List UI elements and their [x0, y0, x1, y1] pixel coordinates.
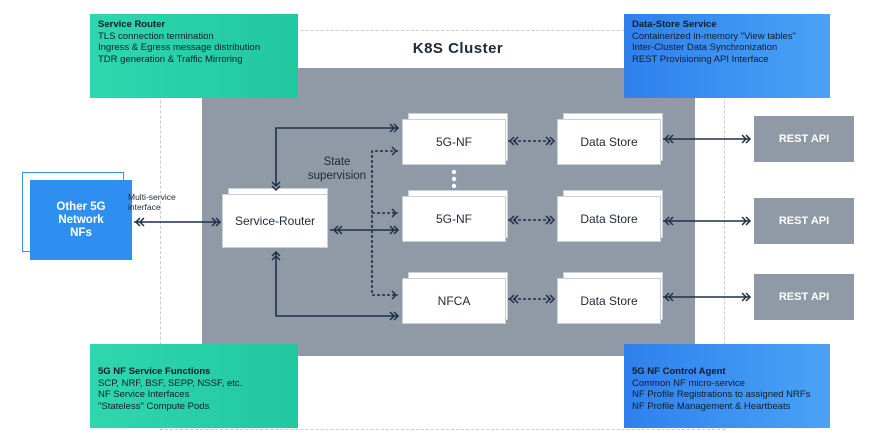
callout-line: TDR generation & Traffic Mirroring	[98, 53, 243, 65]
nf-top-node: 5G-NF	[402, 119, 506, 165]
connector-state-supervision	[371, 150, 398, 296]
other-nfs-box: Other 5G Network NFs	[30, 180, 132, 260]
callout-title: Service Router	[98, 19, 166, 30]
cluster-title: K8S Cluster	[412, 40, 504, 57]
callout-title: 5G NF Control Agent	[632, 366, 726, 377]
ds-top-node: Data Store	[557, 119, 661, 165]
callout-line: Ingress & Egress message distribution	[98, 42, 261, 53]
outer-dashed-frame	[160, 30, 725, 430]
nfca-node: NFCA	[402, 278, 506, 324]
callout-line: TLS connection termination	[98, 30, 214, 42]
callout-line: Containerized in-memory "View tables"	[632, 30, 796, 42]
callout-title: Data-Store Service	[632, 19, 717, 30]
other-nfs-label: Other 5G Network NFs	[56, 200, 106, 239]
ellipsis-dots	[451, 169, 457, 189]
callout-line: NF Profile Registrations to assigned NRF…	[632, 389, 811, 400]
multi-service-label: Multi-service interface	[128, 192, 176, 212]
rest-api-top: REST API	[754, 116, 854, 162]
callout-line: SCP, NRF, BSF, SEPP, NSSF, etc.	[98, 377, 243, 389]
callout-line: Common NF micro-service	[632, 377, 745, 389]
ds-mid-node: Data Store	[557, 196, 661, 242]
connector-router-nfca	[275, 252, 398, 317]
nf-control-agent-callout: 5G NF Control Agent Common NF micro-serv…	[624, 344, 830, 428]
service-router-callout: Service Router TLS connection terminatio…	[90, 14, 298, 98]
ds-bot-node: Data Store	[557, 278, 661, 324]
nf-mid-node: 5G-NF	[402, 196, 506, 242]
callout-line: NF Service Interfaces	[98, 389, 190, 400]
callout-line: "Stateless" Compute Pods	[98, 400, 210, 412]
callout-title: 5G NF Service Functions	[98, 366, 211, 377]
nf-service-functions-callout: 5G NF Service Functions SCP, NRF, BSF, S…	[90, 344, 298, 428]
callout-line: Inter-Cluster Data Synchronization	[632, 42, 778, 53]
callout-line: REST Provisioning API Interface	[632, 53, 769, 65]
callout-line: NF Profile Management & Heartbeats	[632, 400, 791, 412]
arrow-chevrons	[134, 123, 752, 321]
service-router-node: Service-Router	[222, 194, 328, 248]
data-store-service-callout: Data-Store Service Containerized in-memo…	[624, 14, 830, 98]
state-supervision-label: State supervision	[307, 156, 367, 182]
rest-api-mid: REST API	[754, 198, 854, 244]
connector-router-nf-top	[275, 127, 398, 186]
rest-api-bot: REST API	[754, 274, 854, 320]
